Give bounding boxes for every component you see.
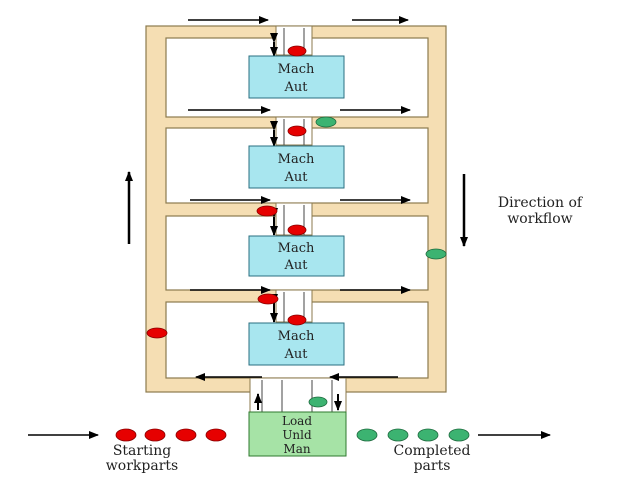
machine-3: Mach Aut — [248, 235, 345, 277]
side-arrows — [125, 171, 468, 247]
machine-4-line2: Aut — [284, 347, 309, 362]
machine-4-line1: Mach — [278, 329, 315, 344]
load-line3: Man — [283, 442, 310, 456]
machine-2: Mach Aut — [248, 145, 345, 189]
starting-workparts — [115, 45, 307, 442]
load-line1: Load — [282, 414, 312, 428]
completed-parts — [308, 116, 470, 442]
machine-4: Mach Aut — [248, 322, 345, 366]
completed-label-line2: parts — [414, 458, 451, 474]
starting-label-line1: Starting — [113, 443, 171, 459]
machine-1: Mach Aut — [248, 55, 345, 99]
machine-2-line1: Mach — [278, 152, 315, 167]
load-arrows — [254, 393, 342, 411]
machine-3-line1: Mach — [278, 241, 315, 256]
starting-label-line2: workparts — [106, 458, 178, 474]
machine-1-line2: Aut — [284, 80, 309, 95]
direction-label-line2: workflow — [507, 211, 572, 227]
flow-arrows — [188, 16, 411, 381]
completed-label-line1: Completed — [393, 443, 470, 459]
machine-3-line2: Aut — [284, 258, 309, 273]
machine-2-line2: Aut — [284, 170, 309, 185]
machine-1-line1: Mach — [278, 62, 315, 77]
load-line2: Unld — [282, 428, 312, 442]
load-unload-station: Load Unld Man — [248, 411, 347, 457]
direction-label-line1: Direction of — [498, 195, 584, 211]
